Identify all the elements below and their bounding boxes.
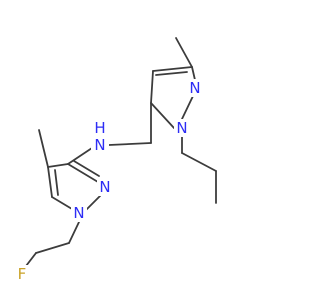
atom-n-ring-a-1: N <box>71 204 87 222</box>
atom-n-ring-b-1: N <box>174 119 190 137</box>
bond-c4a-c5a <box>47 166 53 198</box>
atom-labels: N N H N N N F <box>14 79 203 283</box>
bond-c3a-n2a-double <box>73 160 100 177</box>
bond-c3-c4 <box>152 66 193 72</box>
atom-fluorine-label: F <box>18 265 27 283</box>
atom-n-ring-b-2: N <box>187 79 203 97</box>
atom-n-ring-a-2: N <box>97 178 113 196</box>
atom-fluorine: F <box>14 265 30 283</box>
bond-methyl-b-c3 <box>175 37 193 68</box>
atom-n-ring-b-2-label: N <box>189 79 200 97</box>
bond-n1-n2 <box>181 95 194 120</box>
bond-c5-n1 <box>150 102 175 129</box>
bond-n1a-n2a <box>85 195 101 211</box>
atom-n-ring-b-1-label: N <box>176 119 187 137</box>
molecule-structure-diagram: N N H N N N F <box>14 37 217 283</box>
bond-ch2-ch2 <box>35 242 70 254</box>
bond-c4a-methyl <box>38 129 49 168</box>
atom-n-amine-label: N <box>94 136 105 154</box>
bond-c4a-c5a-double <box>54 169 59 196</box>
bonds <box>25 37 217 267</box>
bond-c3-c4-double <box>155 71 188 76</box>
bond-n1a-ch2 <box>68 221 80 244</box>
bond-c4-c5 <box>150 70 154 104</box>
atom-n-amine: H N <box>91 119 109 154</box>
bond-ch2-nh <box>108 142 152 146</box>
bond-propyl-1-2 <box>181 152 217 172</box>
bond-c3a-c4a <box>47 163 69 168</box>
atom-h-amine-label: H <box>94 119 105 137</box>
bond-c3a-n2a <box>67 163 99 183</box>
bond-c5a-n1a <box>51 196 73 210</box>
bond-c3-n2 <box>191 66 196 81</box>
bond-ch2-f <box>25 252 37 267</box>
atom-n-ring-a-2-label: N <box>99 178 110 196</box>
bond-nh-c3a <box>67 147 93 165</box>
atom-n-ring-a-1-label: N <box>73 204 84 222</box>
